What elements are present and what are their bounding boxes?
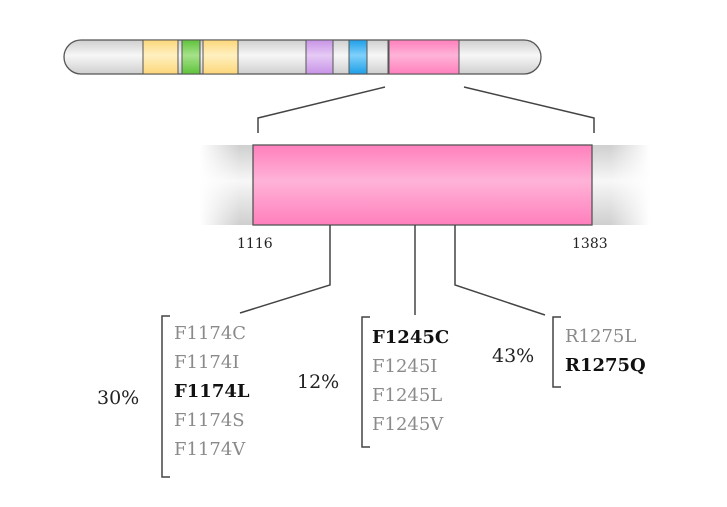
hotspot-lines [239, 225, 546, 316]
mutation-label: F1245V [372, 414, 444, 435]
mutation-label-major: R1275Q [565, 355, 646, 376]
mutation-label: F1174S [174, 410, 245, 431]
region-end-label: 1383 [572, 236, 608, 252]
domain-green [181, 39, 201, 75]
kinase-domain [388, 39, 460, 75]
mutation-label: F1245L [372, 385, 442, 406]
domain-yellow-1 [142, 39, 179, 75]
region-start-label: 1116 [237, 236, 273, 252]
group-3: 43% R1275L R1275Q [492, 326, 646, 376]
zoom-connector [257, 86, 595, 133]
domain-purple [305, 39, 334, 75]
domain-yellow-2 [202, 39, 239, 75]
mutation-label-major: F1245C [372, 327, 449, 348]
full-protein-bar [63, 39, 542, 75]
mutation-label: F1245I [372, 356, 437, 377]
mutation-label: F1174V [174, 439, 246, 460]
mutation-label: R1275L [565, 326, 636, 347]
group-1: 30% F1174C F1174I F1174L F1174S F1174V [97, 323, 250, 460]
group-percent: 43% [492, 345, 534, 367]
mutation-label: F1174I [174, 352, 239, 373]
zoomed-kinase-bar [200, 144, 650, 226]
group-2: 12% F1245C F1245I F1245L F1245V [297, 327, 449, 435]
brackets [161, 315, 561, 478]
mutation-label-major: F1174L [174, 381, 250, 402]
mutation-label: F1174C [174, 323, 246, 344]
group-percent: 30% [97, 387, 139, 409]
group-percent: 12% [297, 371, 339, 393]
domain-blue [348, 39, 368, 75]
